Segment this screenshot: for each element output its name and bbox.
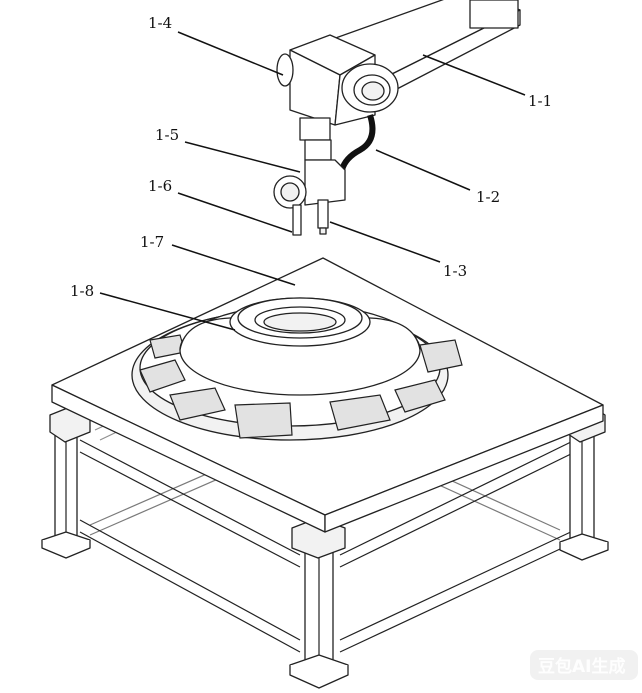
label-1-3: 1-3 <box>443 262 467 280</box>
laser-head-1-4 <box>276 34 399 141</box>
label-1-4: 1-4 <box>148 14 172 32</box>
nozzle-1-3 <box>317 199 329 229</box>
label-1-1: 1-1 <box>528 92 552 110</box>
cable-1-2 <box>339 114 376 171</box>
nozzle-assembly-1-5 <box>273 139 346 236</box>
robot-arm-1-1 <box>329 0 521 91</box>
leader-lines <box>99 31 526 331</box>
probe-1-6 <box>292 204 302 236</box>
watermark: 豆包AI生成 <box>538 656 625 677</box>
label-1-8: 1-8 <box>70 282 94 300</box>
label-1-2: 1-2 <box>476 188 500 206</box>
workpiece-fixture-1-8 <box>131 297 463 441</box>
label-1-5: 1-5 <box>155 126 179 144</box>
label-1-6: 1-6 <box>148 177 172 195</box>
leg-front <box>289 539 349 689</box>
label-1-7: 1-7 <box>140 233 164 251</box>
